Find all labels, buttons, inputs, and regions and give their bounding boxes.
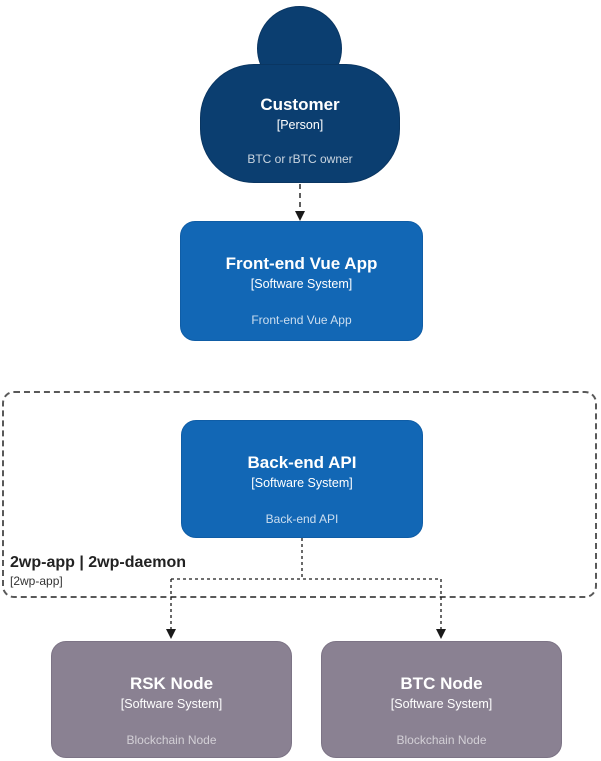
frontend-subtitle: [Software System] — [250, 276, 353, 291]
system-backend-api: Back-end API [Software System] Back-end … — [181, 420, 423, 538]
system-rsk-node: RSK Node [Software System] Blockchain No… — [51, 641, 292, 758]
backend-subtitle: [Software System] — [251, 475, 353, 490]
rsk-subtitle: [Software System] — [120, 696, 223, 711]
btc-title: BTC Node — [400, 674, 483, 693]
customer-text: Customer [Person] BTC or rBTC owner — [201, 95, 399, 166]
backend-description: Back-end API — [265, 511, 339, 526]
system-btc-node: BTC Node [Software System] Blockchain No… — [321, 641, 562, 758]
rsk-description: Blockchain Node — [126, 732, 217, 747]
arrowhead-frontend — [295, 211, 305, 221]
btc-description: Blockchain Node — [396, 732, 487, 747]
customer-subtitle: [Person] — [276, 117, 324, 132]
btc-subtitle: [Software System] — [390, 696, 493, 711]
frontend-title: Front-end Vue App — [225, 254, 378, 273]
boundary-2wp-app — [2, 391, 597, 598]
frontend-description: Front-end Vue App — [251, 312, 352, 327]
arrowhead-btc — [436, 629, 446, 639]
system-frontend-vue-app: Front-end Vue App [Software System] Fron… — [180, 221, 423, 341]
boundary-label: 2wp-app | 2wp-daemon [2wp-app] — [10, 553, 186, 588]
boundary-subtitle: [2wp-app] — [10, 574, 63, 589]
customer-description: BTC or rBTC owner — [247, 151, 353, 166]
rsk-title: RSK Node — [129, 674, 214, 693]
arrowhead-rsk — [166, 629, 176, 639]
customer-title: Customer — [260, 95, 340, 114]
backend-title: Back-end API — [247, 453, 357, 472]
person-customer: Customer [Person] BTC or rBTC owner — [200, 64, 400, 183]
boundary-title: 2wp-app | 2wp-daemon — [10, 554, 187, 571]
